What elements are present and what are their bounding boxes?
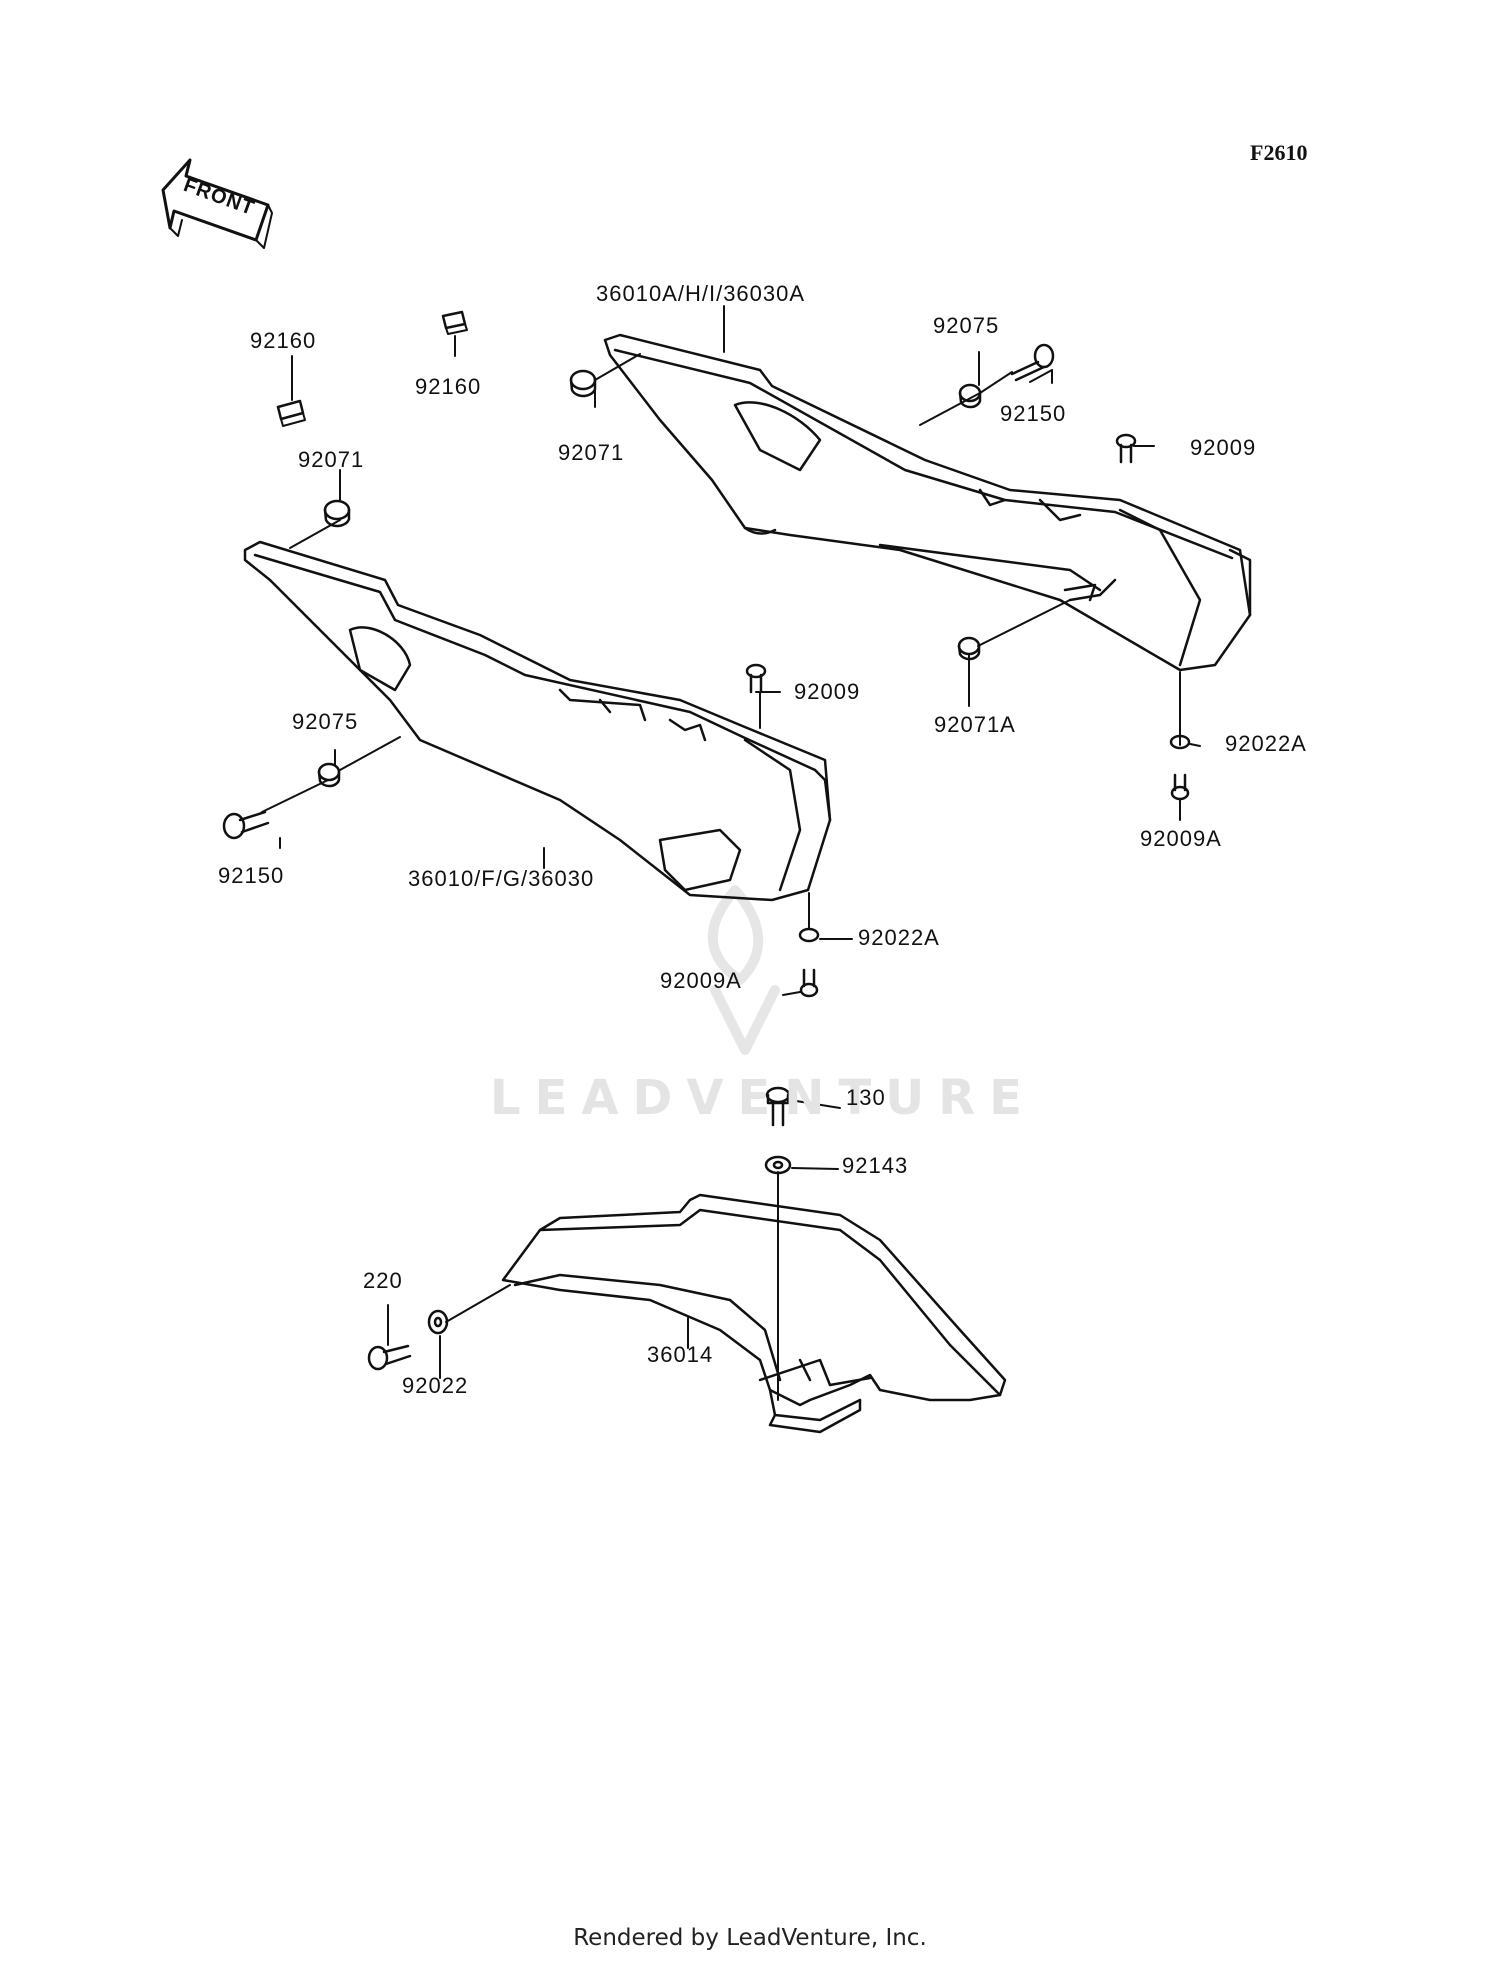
part-label-92150[interactable]: 92150	[218, 863, 285, 888]
part-label-220[interactable]: 220	[363, 1268, 403, 1293]
bolt-92009a-left	[799, 968, 819, 998]
part-label-92160[interactable]: 92160	[250, 328, 317, 353]
part-label-92009[interactable]: 92009	[1190, 435, 1257, 460]
part-label-92075[interactable]: 92075	[933, 313, 1000, 338]
part-label-36010a[interactable]: 36010A/H/I/36030A	[596, 281, 806, 306]
part-label-36014[interactable]: 36014	[647, 1342, 714, 1367]
watermark-logo	[707, 885, 780, 1055]
part-label-92071[interactable]: 92071	[298, 447, 365, 472]
leader-lines	[261, 305, 1201, 1401]
part-label-92150[interactable]: 92150	[1000, 401, 1067, 426]
part-label-92009a[interactable]: 92009A	[1140, 826, 1222, 851]
part-label-130[interactable]: 130	[846, 1085, 886, 1110]
side-cover-left	[243, 540, 832, 902]
grommet-92071-left	[323, 499, 351, 528]
part-label-92143[interactable]: 92143	[842, 1153, 909, 1178]
washer-92143	[764, 1155, 792, 1175]
bolt-92150-left	[222, 810, 270, 840]
part-label-92022[interactable]: 92022	[402, 1373, 469, 1398]
bolt-92009-right	[1115, 433, 1137, 464]
part-label-92071[interactable]: 92071	[558, 440, 625, 465]
washer-92022	[427, 1309, 449, 1335]
bolt-92009a-right	[1170, 773, 1190, 801]
bolt-130	[765, 1086, 791, 1127]
part-label-92071a[interactable]: 92071A	[934, 712, 1016, 737]
footer-credit: Rendered by LeadVenture, Inc.	[573, 1925, 927, 1951]
part-label-92022a[interactable]: 92022A	[1225, 731, 1307, 756]
bolt-92009-left	[745, 663, 767, 694]
front-arrow-icon	[161, 158, 273, 249]
part-label-92075[interactable]: 92075	[292, 709, 359, 734]
bolt-92150-right	[1010, 343, 1055, 382]
part-label-92009[interactable]: 92009	[794, 679, 861, 704]
part-label-36010[interactable]: 36010/F/G/36030	[408, 866, 595, 891]
collar-92075-right	[958, 383, 982, 409]
part-label-92022a[interactable]: 92022A	[858, 925, 940, 950]
diagram-code: F2610	[1250, 140, 1308, 165]
part-92160-mid	[441, 310, 468, 335]
bolt-220	[367, 1344, 412, 1371]
washer-92022a-left	[798, 927, 820, 943]
watermark-text: LEADVENTURE	[490, 1070, 1036, 1126]
grommet-92071-mid	[569, 369, 597, 398]
part-label-92160[interactable]: 92160	[415, 374, 482, 399]
side-cover-right	[603, 333, 1252, 672]
part-92160-left	[276, 399, 306, 427]
rear-cover	[501, 1193, 1007, 1434]
part-label-92009a[interactable]: 92009A	[660, 968, 742, 993]
